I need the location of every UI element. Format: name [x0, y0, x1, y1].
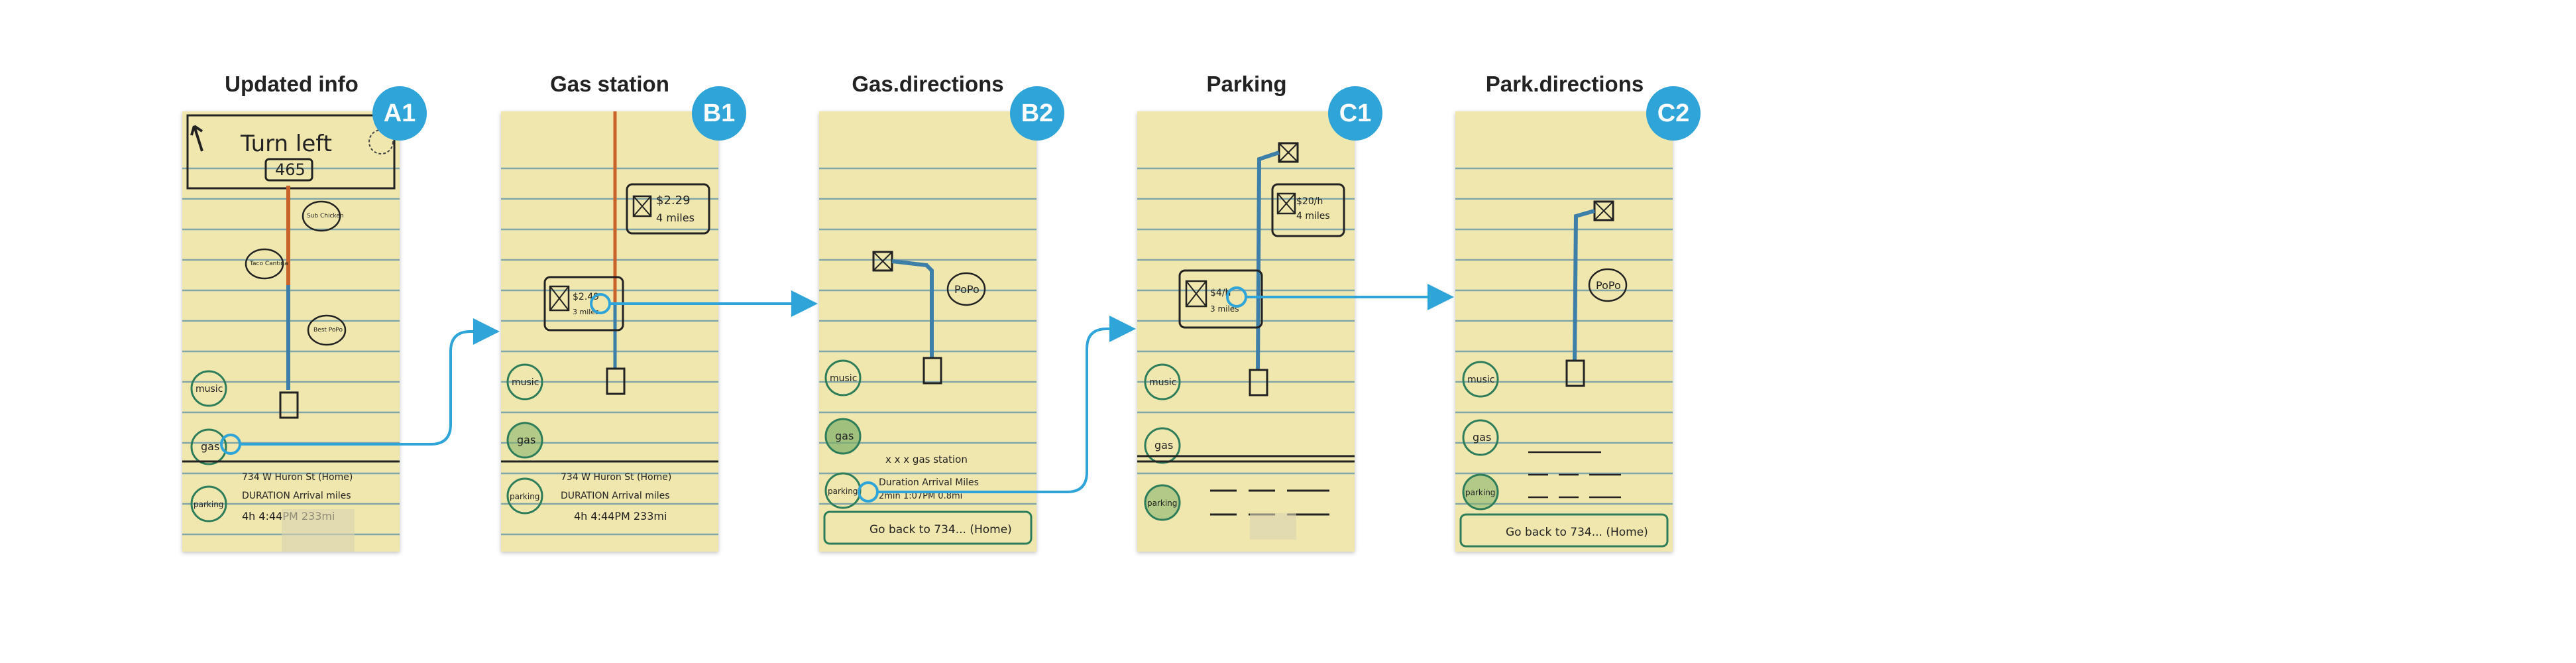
sketch-card-c2: PoPo music gas parking Go back to 734...…	[1455, 111, 1673, 552]
badge-c1: C1	[1328, 86, 1382, 141]
panel-title-b1: Gas station	[550, 72, 669, 96]
poi-label-b2: PoPo	[954, 283, 980, 296]
nav-instruction: Turn left	[240, 131, 332, 157]
sketch-card-b2: PoPo music gas parking x x x gas station…	[819, 111, 1036, 552]
badge-b2: B2	[1010, 86, 1064, 141]
tap-marker-a1-gas	[220, 434, 241, 455]
panel-title-b2: Gas.directions	[852, 72, 1004, 96]
poi-label-b: Sub Chicken	[307, 213, 344, 219]
arrow-a1-to-b1	[240, 318, 500, 446]
panel-title-a1: Updated info	[225, 72, 359, 96]
park-price-top: $20/h	[1296, 196, 1323, 207]
badge-b1: B1	[692, 86, 746, 141]
button-parking-b2: parking	[828, 487, 858, 496]
poi-label-a: Taco Cantina	[249, 261, 288, 267]
info-address-a1: 734 W Huron St (Home)	[242, 472, 353, 483]
button-music-c2: music	[1467, 375, 1494, 385]
info-values-b1: 4h 4:44PM 233mi	[574, 510, 667, 522]
button-parking-c1: parking	[1147, 499, 1177, 508]
button-gas-b2: gas	[835, 430, 854, 442]
badge-a1: A1	[372, 86, 427, 141]
sketch-card-b1: $2.29 4 miles $2.49 3 miles music gas pa…	[501, 111, 718, 552]
go-back-b2: Go back to 734... (Home)	[869, 523, 1012, 536]
panel-title-c2: Park.directions	[1485, 72, 1644, 96]
poi-label-c2: PoPo	[1596, 279, 1621, 292]
info-station-b2: x x x gas station	[885, 453, 968, 465]
button-music-c1: music	[1149, 377, 1176, 388]
button-gas-c1: gas	[1154, 439, 1173, 452]
button-gas-a1: gas	[201, 440, 219, 453]
info-values-b2: 2min 1:07PM 0.8mi	[879, 491, 962, 501]
tap-marker-b1-station	[590, 293, 611, 314]
info-header-b2: Duration Arrival Miles	[879, 477, 979, 488]
tap-marker-b2-parking	[858, 481, 879, 503]
park-distance-top: 4 miles	[1296, 211, 1330, 221]
button-music-b1: music	[512, 377, 539, 388]
gas-distance-top: 4 miles	[656, 211, 695, 224]
info-header-a1: DURATION Arrival miles	[242, 491, 351, 501]
panel-title-c1: Parking	[1206, 72, 1287, 96]
button-music-a1: music	[196, 384, 223, 394]
button-music-b2: music	[830, 373, 857, 384]
sketch-card-a1: Turn left 465 Taco Cantina Sub Chicken B…	[182, 111, 400, 552]
park-price-mid: $4/h	[1210, 288, 1231, 298]
go-back-c2: Go back to 734... (Home)	[1506, 526, 1648, 539]
gas-price-top: $2.29	[656, 194, 691, 208]
info-address-b1: 734 W Huron St (Home)	[561, 472, 671, 483]
park-distance-mid: 3 miles	[1210, 304, 1239, 314]
arrow-b2-to-c1	[877, 316, 1136, 493]
button-gas-c2: gas	[1473, 431, 1491, 444]
button-gas-b1: gas	[517, 434, 535, 446]
poi-label-c: Best PoPo	[313, 327, 343, 333]
info-header-b1: DURATION Arrival miles	[561, 491, 670, 501]
nav-road: 465	[275, 160, 306, 179]
tap-marker-c1-parking	[1226, 286, 1247, 308]
button-parking-b1: parking	[510, 492, 539, 501]
button-parking-c2: parking	[1465, 488, 1495, 497]
sketch-card-c1: $20/h 4 miles $4/h 3 miles music gas par…	[1137, 111, 1355, 552]
button-parking-a1: parking	[194, 500, 223, 509]
badge-c2: C2	[1646, 86, 1701, 141]
